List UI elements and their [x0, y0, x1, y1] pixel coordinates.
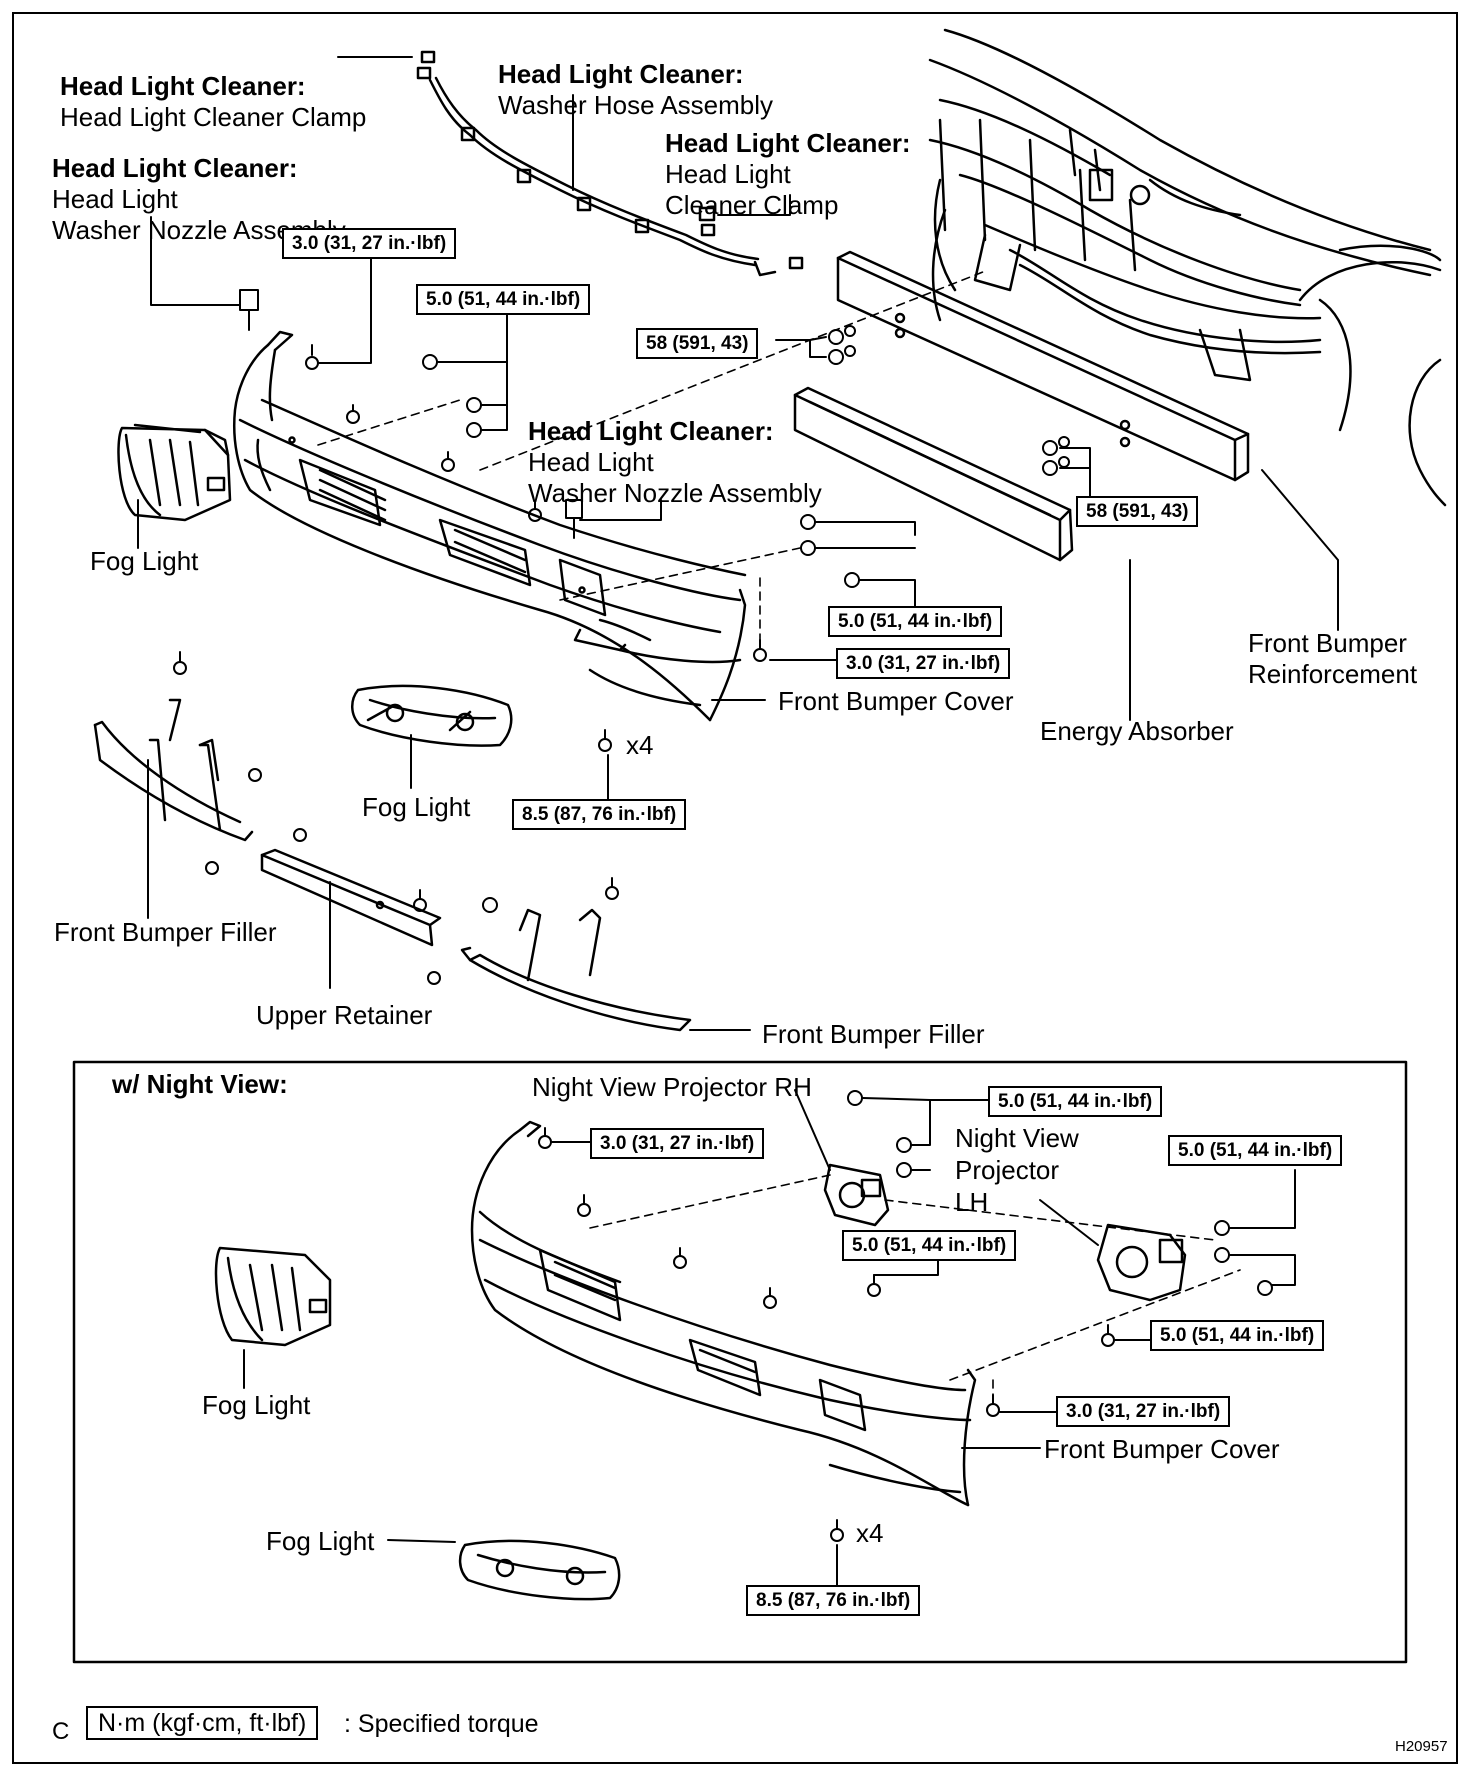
front-bumper-reinforcement-drawing	[836, 250, 1250, 482]
label-title: Head Light Cleaner:	[60, 71, 306, 101]
fog-light-upper-left-drawing	[117, 423, 232, 522]
label-text: Head Light Cleaner Clamp	[665, 159, 839, 220]
multiplier-x4: x4	[856, 1518, 884, 1548]
label-headlight-cleaner-clamp-right: Head Light Cleaner:Head Light Cleaner Cl…	[665, 97, 911, 221]
leader-lines-night-view	[243, 1089, 1296, 1591]
torque-box: 5.0 (51, 44 in.·lbf)	[828, 606, 1003, 637]
torque-box: 3.0 (31, 27 in.·lbf)	[836, 648, 1011, 679]
front-bumper-filler-left-drawing	[93, 698, 254, 842]
label-title: Head Light Cleaner:	[498, 59, 744, 89]
fog-light-upper-mid-drawing	[351, 684, 513, 747]
diagram-frame	[12, 12, 1458, 1764]
label-title: Head Light Cleaner:	[528, 416, 774, 446]
fasteners-night-view-drawing	[538, 1090, 1273, 1542]
torque-box: 5.0 (51, 44 in.·lbf)	[988, 1086, 1163, 1117]
torque-box: 5.0 (51, 44 in.·lbf)	[842, 1230, 1017, 1261]
night-view-inset-frame	[72, 1060, 1408, 1664]
leader-lines-upper	[137, 56, 1339, 1031]
vehicle-front-drawing	[928, 28, 1447, 507]
front-bumper-filler-right-drawing	[460, 908, 692, 1032]
torque-box: 58 (591, 43)	[636, 328, 759, 359]
label-title: Head Light Cleaner:	[52, 153, 298, 183]
label-fog-light-1: Fog Light	[90, 546, 199, 576]
alignment-lines-upper	[317, 269, 989, 641]
energy-absorber-drawing	[793, 386, 1074, 562]
label-night-view-projector-rh: Night View Projector RH	[532, 1072, 812, 1102]
torque-box: 3.0 (31, 27 in.·lbf)	[590, 1128, 765, 1159]
legend-text: : Specified torque	[344, 1710, 539, 1738]
label-front-bumper-filler-1: Front Bumper Filler	[54, 917, 277, 947]
label-front-bumper-reinforcement: Front Bumper Reinforcement	[1248, 628, 1418, 689]
label-title: Head Light Cleaner:	[665, 128, 911, 158]
label-fog-light-4: Fog Light	[266, 1526, 375, 1556]
label-upper-retainer: Upper Retainer	[256, 1000, 433, 1030]
label-night-view-projector-lh: Night View Projector LH	[955, 1123, 1079, 1217]
figure-id: H20957	[1395, 1738, 1448, 1755]
label-washer-nozzle-assembly-mid: Head Light Cleaner:Head Light Washer Noz…	[528, 385, 822, 509]
upper-retainer-drawing	[260, 848, 442, 947]
multiplier-x4: x4	[626, 730, 654, 760]
torque-box: 3.0 (31, 27 in.·lbf)	[282, 228, 457, 259]
night-view-projector-lh-drawing	[1096, 1223, 1187, 1302]
legend-torque-format-box: N·m (kgf·cm, ft·lbf)	[86, 1706, 319, 1740]
front-bumper-cover-night-view-drawing	[470, 1120, 977, 1507]
night-view-projector-rh-drawing	[823, 1163, 890, 1227]
label-text: Head Light Cleaner Clamp	[60, 102, 367, 132]
torque-box: 5.0 (51, 44 in.·lbf)	[1168, 1135, 1343, 1166]
label-text: Washer Hose Assembly	[498, 90, 774, 120]
night-view-section-title: w/ Night View:	[112, 1069, 288, 1099]
label-energy-absorber: Energy Absorber	[1040, 716, 1234, 746]
washer-hose-drawing	[416, 50, 804, 277]
torque-box: 5.0 (51, 44 in.·lbf)	[416, 284, 591, 315]
torque-box: 3.0 (31, 27 in.·lbf)	[1056, 1396, 1231, 1427]
torque-box: 5.0 (51, 44 in.·lbf)	[1150, 1320, 1325, 1351]
fog-light-night-view-left-drawing	[214, 1246, 332, 1347]
label-washer-hose-assembly: Head Light Cleaner:Washer Hose Assembly	[498, 28, 773, 121]
torque-box: 8.5 (87, 76 in.·lbf)	[746, 1585, 921, 1616]
label-text: Head Light Washer Nozzle Assembly	[528, 447, 822, 508]
label-fog-light-2: Fog Light	[362, 792, 471, 822]
label-front-bumper-filler-2: Front Bumper Filler	[762, 1019, 985, 1049]
label-front-bumper-cover-2: Front Bumper Cover	[1044, 1434, 1280, 1464]
legend-section-letter: C	[52, 1718, 70, 1745]
label-headlight-cleaner-clamp-top: Head Light Cleaner:Head Light Cleaner Cl…	[60, 40, 366, 133]
alignment-lines-night-view	[589, 1174, 1241, 1396]
torque-box: 8.5 (87, 76 in.·lbf)	[512, 799, 687, 830]
label-front-bumper-cover-1: Front Bumper Cover	[778, 686, 1014, 716]
label-fog-light-3: Fog Light	[202, 1390, 311, 1420]
fog-light-night-view-bottom-drawing	[458, 1539, 621, 1601]
torque-box: 58 (591, 43)	[1076, 496, 1199, 527]
